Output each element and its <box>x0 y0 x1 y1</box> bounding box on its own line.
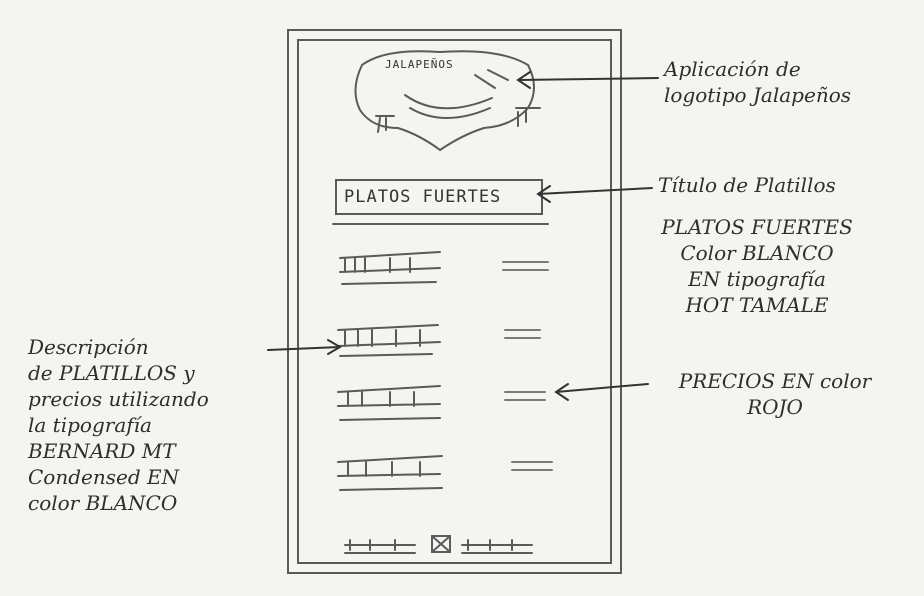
logo-text: JALAPEÑOS <box>385 58 454 71</box>
footer-icon-x <box>432 536 450 552</box>
menu-item-3 <box>338 386 545 420</box>
arrow-description <box>268 340 340 354</box>
jalapeno-stems <box>475 70 508 88</box>
annotation-title-details: PLATOS FUERTES Color BLANCO EN tipografí… <box>622 214 892 318</box>
annotation-logo: Aplicación de logotipo Jalapeños <box>664 56 851 108</box>
menu-item-2 <box>338 325 540 356</box>
arrow-title <box>538 186 652 202</box>
annotation-description: Descripción de PLATILLOS y precios utili… <box>28 334 209 516</box>
menu-item-4 <box>338 456 552 490</box>
annotation-title-heading: Título de Platillos <box>658 172 836 198</box>
crest-ornament-right <box>516 108 540 126</box>
annotation-prices: PRECIOS EN color ROJO <box>650 368 900 420</box>
footer-text-right <box>462 540 532 553</box>
jalapeno-shape <box>405 95 492 118</box>
crest-ornament-left <box>376 116 394 132</box>
section-title: PLATOS FUERTES <box>344 187 501 207</box>
footer-text-left <box>345 540 415 553</box>
menu-item-1 <box>340 252 548 284</box>
arrow-logo <box>518 72 658 88</box>
menu-frame-outer <box>288 30 621 573</box>
arrow-prices <box>556 384 648 400</box>
